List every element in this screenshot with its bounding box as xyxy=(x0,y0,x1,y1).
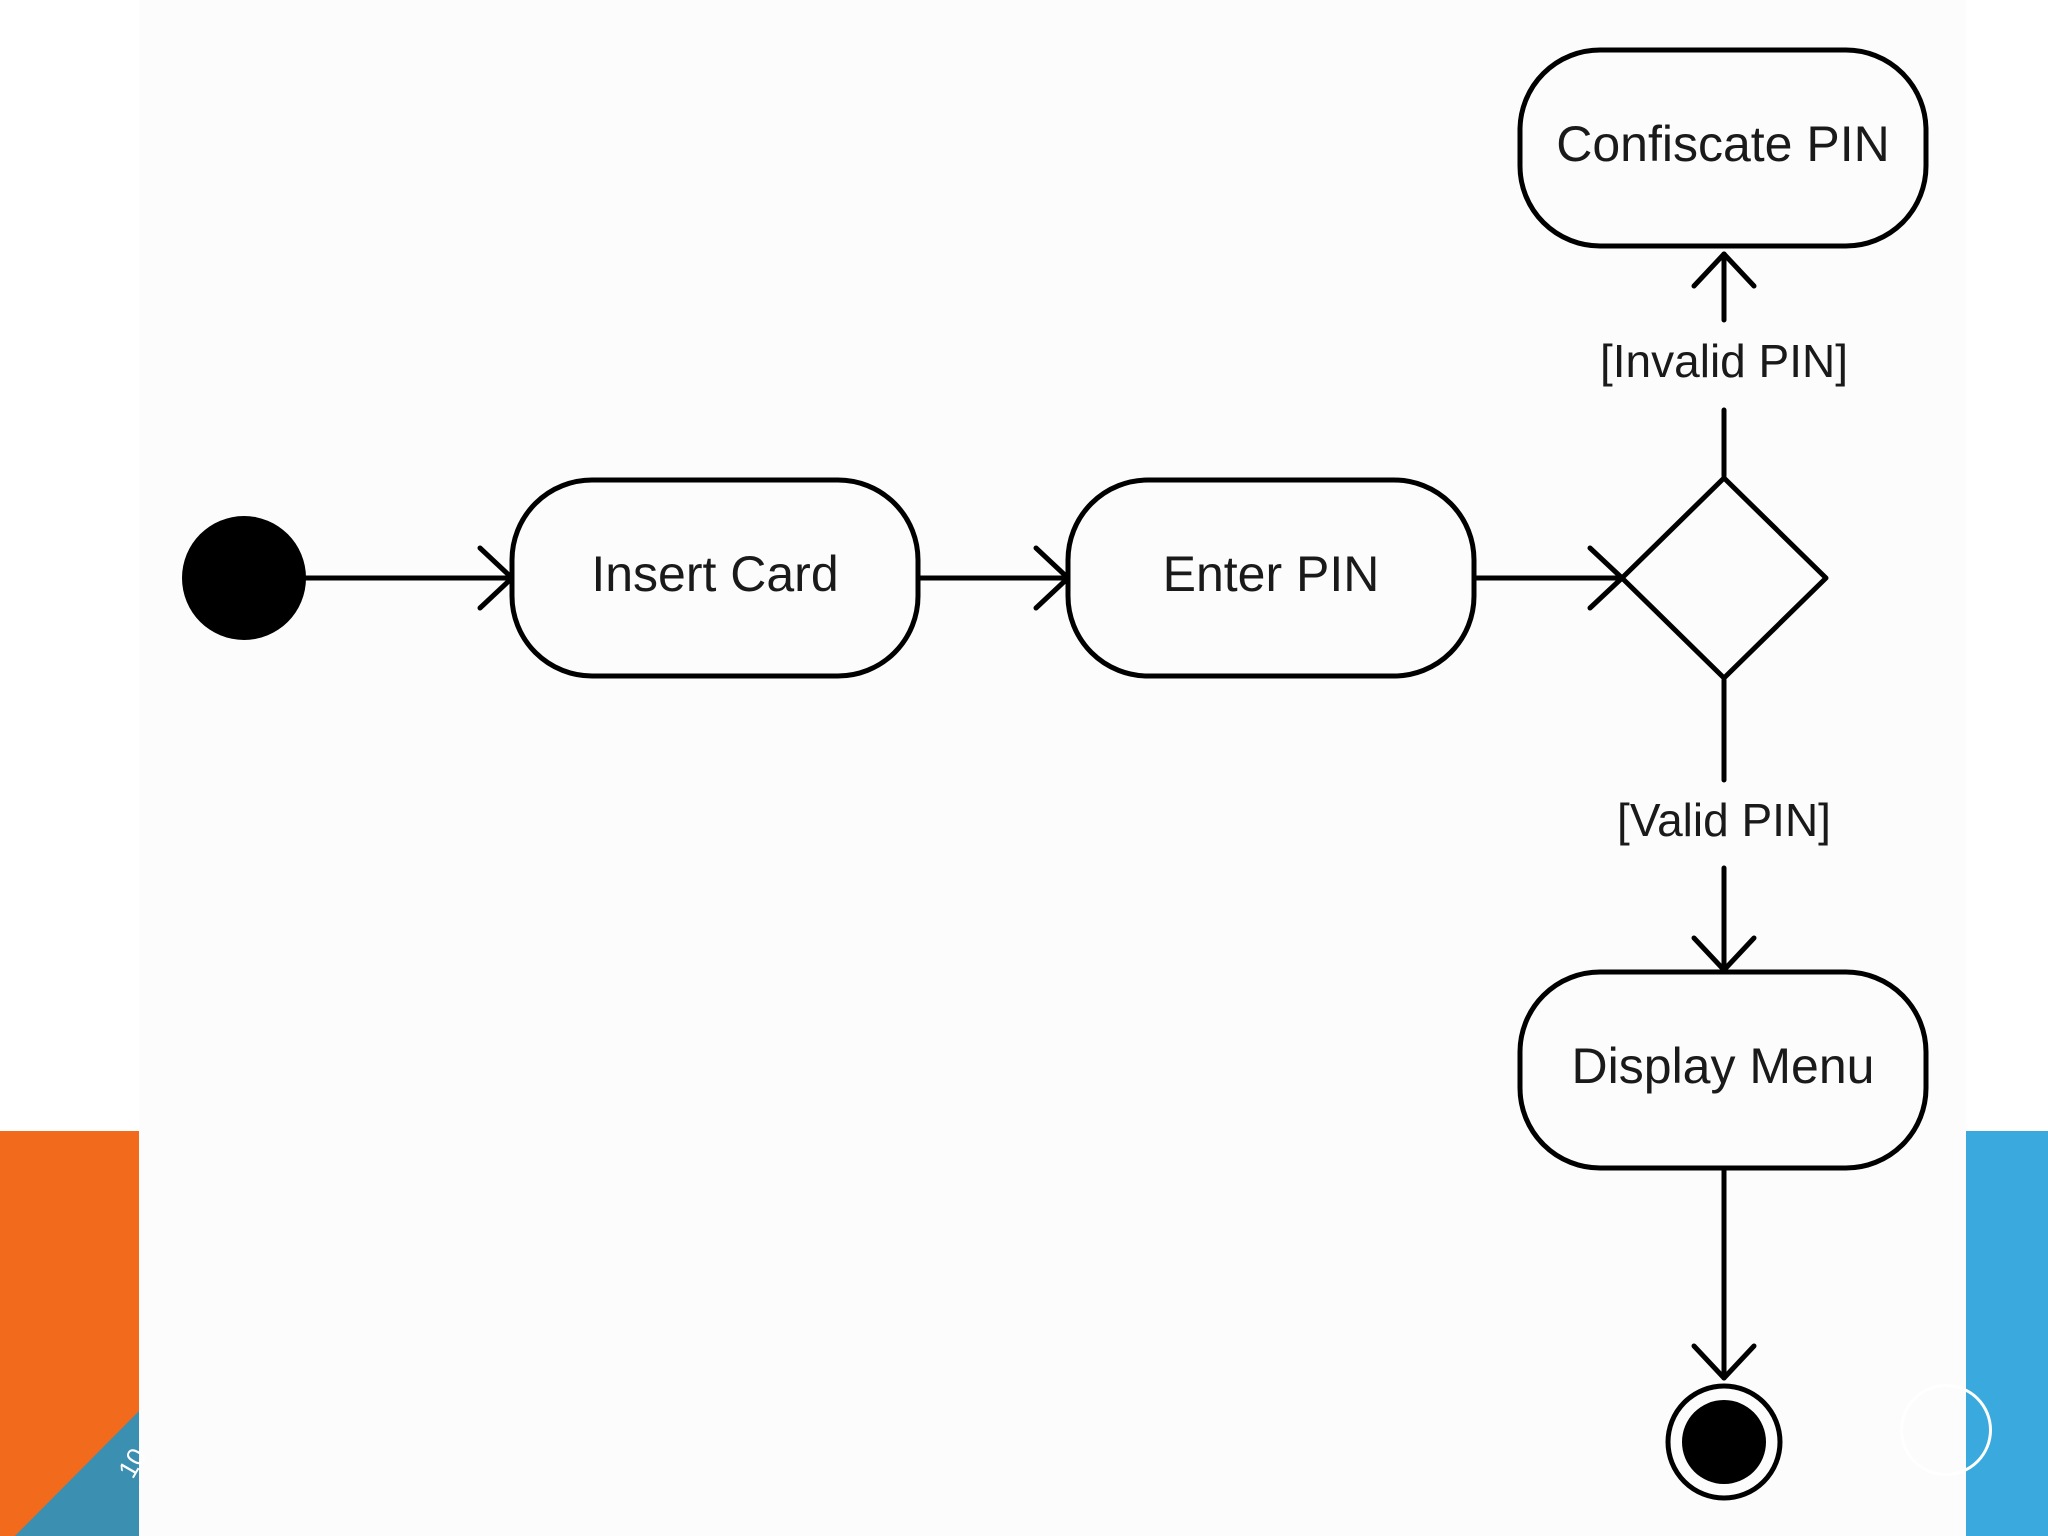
left-corner-decoration xyxy=(0,1131,139,1536)
node-confiscate-pin xyxy=(1517,47,1929,249)
right-corner-decoration xyxy=(1966,1131,2048,1536)
final-node-inner xyxy=(1682,1400,1766,1484)
confiscate-pin-label: Confiscate PIN xyxy=(1556,116,1889,172)
enter-pin-label: Enter PIN xyxy=(1163,546,1380,602)
final-node-ring xyxy=(1665,1383,1783,1501)
node-display-menu xyxy=(1517,969,1929,1171)
guard-valid-pin: [Valid PIN] xyxy=(1617,794,1831,846)
initial-node xyxy=(182,516,306,640)
node-enter-pin xyxy=(1065,477,1477,679)
guard-invalid-pin: [Invalid PIN] xyxy=(1600,335,1848,387)
diagram-canvas xyxy=(139,0,1966,1536)
edge-display-menu-to-end xyxy=(1691,1165,1757,1381)
page-indicator-circle xyxy=(1900,1384,1992,1476)
decision-node xyxy=(1619,475,1829,681)
edge-start-to-insert-card xyxy=(302,545,515,611)
display-menu-label: Display Menu xyxy=(1572,1038,1875,1094)
edge-decision-to-confiscate-pin xyxy=(1691,251,1757,479)
node-insert-card xyxy=(509,477,921,679)
insert-card-label: Insert Card xyxy=(591,546,838,602)
edge-enter-pin-to-decision xyxy=(1471,545,1625,611)
edge-insert-card-to-enter-pin xyxy=(915,545,1071,611)
